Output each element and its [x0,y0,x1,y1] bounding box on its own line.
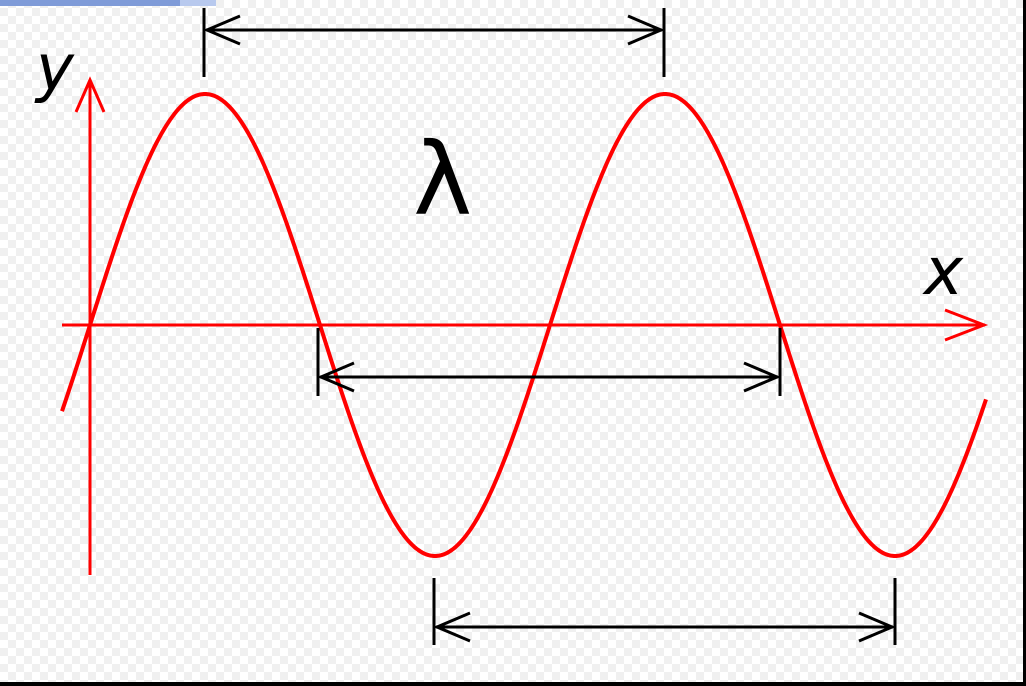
wavelength-label: λ [413,121,472,238]
dimension-crest-to-crest [202,8,666,77]
x-axis-label: x [922,233,964,310]
dimension-trough-to-trough [432,578,897,645]
dimension-trough-left-arrow [433,611,471,643]
x-axis [62,308,989,342]
dimension-trough-right-arrow [858,611,896,643]
sine-wave [60,92,988,558]
dimension-crest-left-arrow [203,14,241,46]
dimension-node-to-node [316,328,782,396]
dimension-node-right-arrow [743,361,781,393]
y-axis-arrowhead [74,76,106,113]
frame-border-right [1023,0,1026,686]
y-axis-label: y [34,32,75,106]
frame-border-bottom [0,682,1026,686]
dimension-crest-right-arrow [627,14,665,46]
x-axis-arrowhead [944,308,989,342]
selection-strip [0,0,216,6]
dimension-node-left-arrow [317,361,355,393]
selection-strip-edge [180,0,216,6]
